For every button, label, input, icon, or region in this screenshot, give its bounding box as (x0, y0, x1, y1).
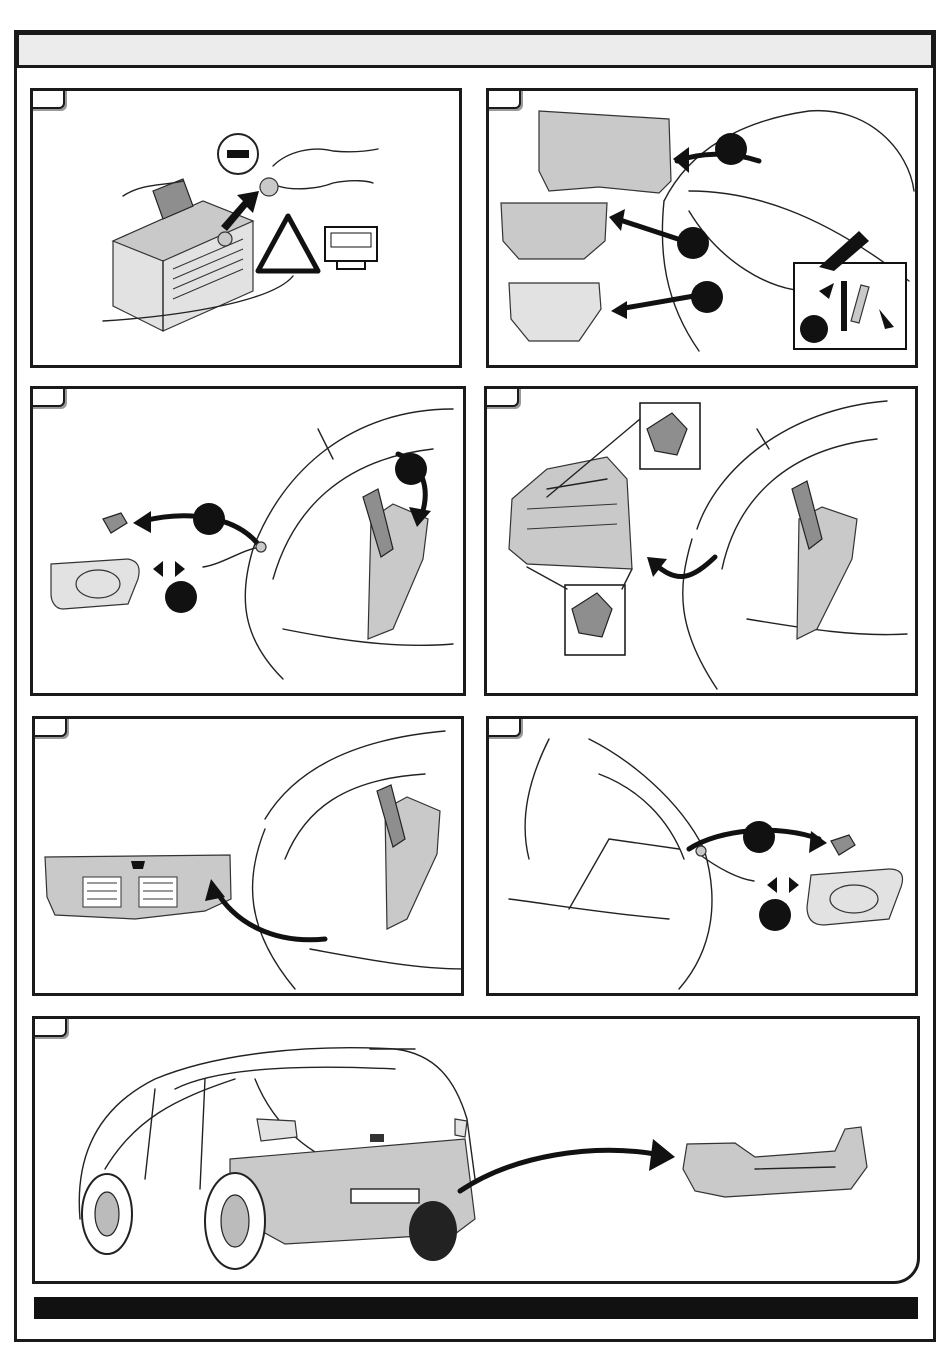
step-tab-5 (33, 717, 67, 737)
step-tab-2 (487, 89, 521, 109)
rear-bumper-removal-illustration (35, 1019, 920, 1284)
right-tail-light-illustration (489, 719, 918, 996)
step-tab-3 (31, 387, 65, 407)
panel-step-1 (30, 88, 462, 368)
panel-step-6 (486, 716, 918, 996)
step-tab-1 (31, 89, 65, 109)
step-tab-4 (485, 387, 519, 407)
step-tab-6 (487, 717, 521, 737)
battery-disconnect-illustration (33, 91, 462, 368)
panel-step-5 (32, 716, 464, 996)
boot-trim-removal-illustration (489, 91, 918, 368)
rear-panel-removal-illustration (35, 719, 464, 996)
step-tab-7 (33, 1017, 67, 1037)
panel-step-4 (484, 386, 918, 696)
panel-step-3 (30, 386, 466, 696)
footer-bar (34, 1297, 918, 1319)
panel-step-7 (32, 1016, 920, 1284)
left-tail-light-illustration (33, 389, 466, 696)
panel-step-2 (486, 88, 918, 368)
header-band (16, 32, 934, 68)
side-trim-clips-illustration (487, 389, 918, 696)
